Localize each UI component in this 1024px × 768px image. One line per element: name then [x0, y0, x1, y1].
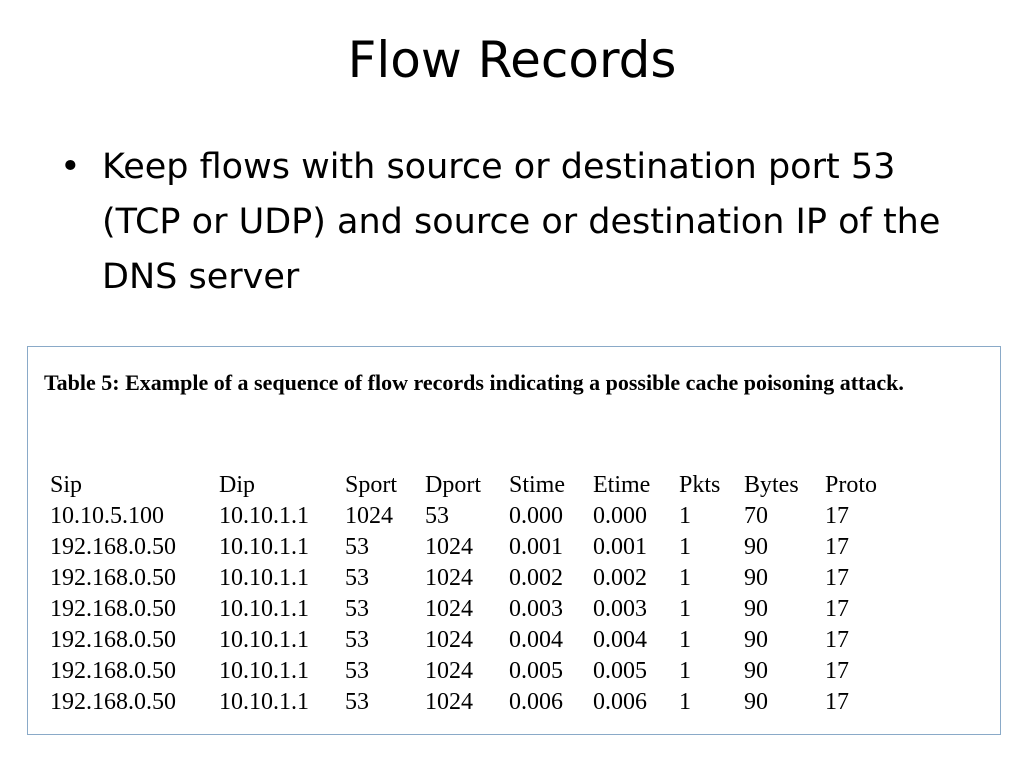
table-cell: 17: [825, 596, 849, 622]
table-row: 192.168.0.50 10.10.1.1 53 1024 0.005 0.005 1 90…: [50, 656, 895, 687]
table-cell: 53: [345, 534, 369, 560]
table-cell: 1: [679, 658, 691, 684]
table-cell: 1: [679, 689, 691, 715]
table-cell: 90: [744, 596, 768, 622]
column-header-dport: Dport: [425, 472, 481, 498]
slide-title: Flow Records: [347, 31, 677, 89]
table-caption: Table 5: Example of a sequence of flow r…: [44, 370, 904, 395]
table-cell: 10.10.1.1: [219, 565, 309, 591]
column-header-proto: Proto: [825, 472, 878, 498]
column-header-sip: Sip: [50, 472, 83, 498]
column-header-bytes: Bytes: [744, 472, 799, 498]
bullet-text: Keep flows with source or destination po…: [102, 147, 941, 297]
table-figure: Table 5: Example of a sequence of flow r…: [27, 346, 1001, 735]
table-header-row: Sip Dip Sport Dport Stime Etime Pkts Bytes Proto: [50, 470, 895, 501]
table-cell: 0.005: [509, 658, 563, 684]
table-cell: 1: [679, 565, 691, 591]
table-cell: 90: [744, 689, 768, 715]
table-cell: 1024: [345, 503, 393, 529]
table-cell: 192.168.0.50: [50, 565, 176, 591]
flow-records-table: Sip Dip Sport Dport Stime Etime Pkts Bytes Proto…: [50, 470, 895, 718]
table-cell: 192.168.0.50: [50, 689, 176, 715]
table-cell: 1: [679, 534, 691, 560]
table-cell: 1024: [425, 689, 473, 715]
table-cell: 17: [825, 658, 849, 684]
table-cell: 10.10.5.100: [50, 503, 164, 529]
table-cell: 10.10.1.1: [219, 627, 309, 653]
table-cell: 53: [345, 627, 369, 653]
table-cell: 90: [744, 658, 768, 684]
table-cell: 0.000: [509, 503, 563, 529]
column-header-dip: Dip: [219, 472, 255, 498]
table-cell: 192.168.0.50: [50, 534, 176, 560]
table-cell: 0.002: [509, 565, 563, 591]
bullet-item: • Keep flows with source or destination …: [60, 140, 960, 305]
table-cell: 0.001: [509, 534, 563, 560]
table-cell: 0.006: [593, 689, 647, 715]
table-cell: 0.001: [593, 534, 647, 560]
table-cell: 90: [744, 534, 768, 560]
column-header-etime: Etime: [593, 472, 651, 498]
table-cell: 10.10.1.1: [219, 689, 309, 715]
table-cell: 53: [345, 565, 369, 591]
column-header-sport: Sport: [345, 472, 398, 498]
table-cell: 10.10.1.1: [219, 596, 309, 622]
table-cell: 1: [679, 627, 691, 653]
table-cell: 1: [679, 596, 691, 622]
table-cell: 192.168.0.50: [50, 596, 176, 622]
table-cell: 192.168.0.50: [50, 627, 176, 653]
table-row: 192.168.0.50 10.10.1.1 53 1024 0.004 0.004 1 90…: [50, 625, 895, 656]
table-row: 10.10.5.100 10.10.1.1 1024 53 0.000 0.000 1 70 1…: [50, 501, 895, 532]
table-cell: 192.168.0.50: [50, 658, 176, 684]
table-cell: 53: [345, 689, 369, 715]
table-cell: 90: [744, 627, 768, 653]
table-cell: 0.006: [509, 689, 563, 715]
table-cell: 0.003: [593, 596, 647, 622]
table-cell: 1: [679, 503, 691, 529]
table-cell: 70: [744, 503, 768, 529]
table-row: 192.168.0.50 10.10.1.1 53 1024 0.002 0.002 1 90…: [50, 563, 895, 594]
table-cell: 10.10.1.1: [219, 503, 309, 529]
table-cell: 17: [825, 689, 849, 715]
table-cell: 0.002: [593, 565, 647, 591]
table-cell: 10.10.1.1: [219, 534, 309, 560]
table-row: 192.168.0.50 10.10.1.1 53 1024 0.006 0.006 1 90…: [50, 687, 895, 718]
table-cell: 1024: [425, 596, 473, 622]
table-cell: 17: [825, 565, 849, 591]
table-cell: 0.000: [593, 503, 647, 529]
table-cell: 1024: [425, 627, 473, 653]
table-cell: 53: [345, 596, 369, 622]
table-cell: 0.005: [593, 658, 647, 684]
table-row: 192.168.0.50 10.10.1.1 53 1024 0.003 0.003 1 90…: [50, 594, 895, 625]
table-cell: 0.003: [509, 596, 563, 622]
bullet-icon: •: [60, 147, 81, 187]
table-cell: 90: [744, 565, 768, 591]
column-header-pkts: Pkts: [679, 472, 721, 498]
table-row: 192.168.0.50 10.10.1.1 53 1024 0.001 0.001 1 90…: [50, 532, 895, 563]
table-cell: 1024: [425, 534, 473, 560]
table-cell: 53: [425, 503, 449, 529]
table-cell: 1024: [425, 565, 473, 591]
table-cell: 10.10.1.1: [219, 658, 309, 684]
table-cell: 17: [825, 503, 849, 529]
table-cell: 0.004: [593, 627, 647, 653]
column-header-stime: Stime: [509, 472, 566, 498]
table-cell: 17: [825, 534, 849, 560]
table-cell: 1024: [425, 658, 473, 684]
table-cell: 0.004: [509, 627, 563, 653]
table-cell: 53: [345, 658, 369, 684]
table-cell: 17: [825, 627, 849, 653]
